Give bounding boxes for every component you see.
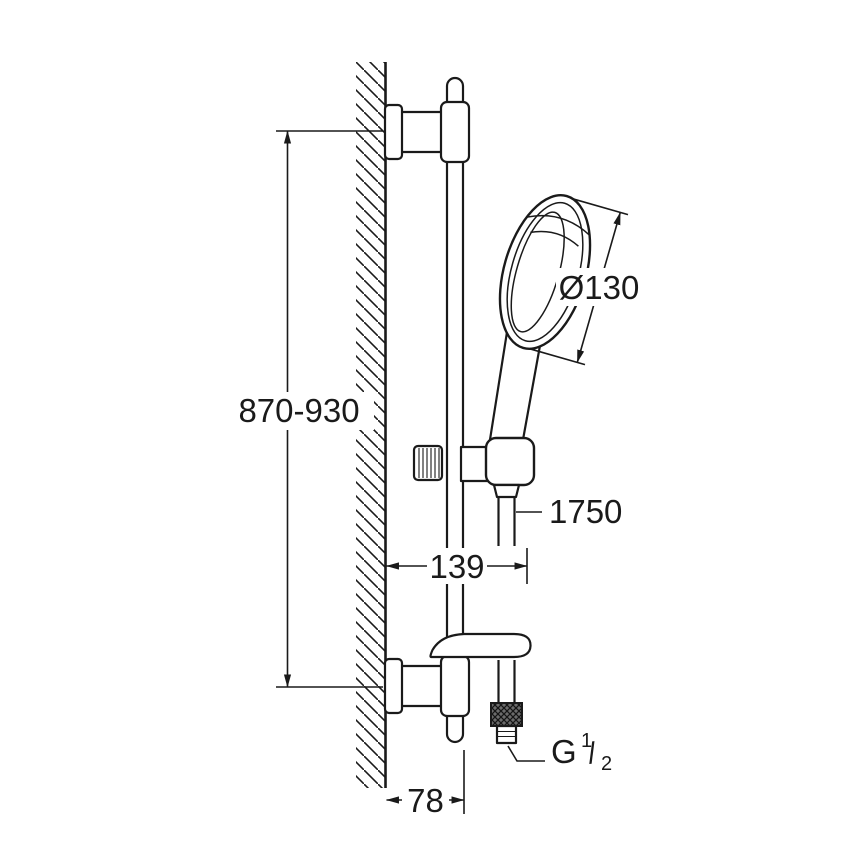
dim-wall-to-rail: 78 [385, 750, 465, 819]
dim-head-diameter: Ø130 [529, 197, 642, 366]
dim-rail-height: 870-930 [224, 130, 383, 688]
rail-height-label: 870-930 [238, 392, 359, 429]
hose-length-label: 1750 [549, 493, 622, 530]
shower-hose [497, 497, 516, 546]
thread-denominator: 2 [601, 753, 612, 775]
thread-prefix: G [551, 733, 577, 770]
thread-fraction-slash: / [586, 737, 600, 771]
shower-head-cap-seam-2 [530, 230, 579, 247]
thread-size-label: G 1 / 2 [507, 730, 612, 775]
top-bracket-flange [383, 103, 404, 161]
top-bracket-collar [439, 100, 471, 164]
holder-knob-knurling [418, 448, 440, 478]
head-diameter-label: Ø130 [559, 269, 640, 306]
hand-shower-head [498, 194, 592, 350]
dim-wall-to-hose: 139 [385, 548, 528, 585]
holder-cup [484, 436, 536, 487]
thread-numerator: 1 [581, 730, 592, 752]
bottom-bracket-collar [439, 654, 471, 718]
glide-holder [412, 436, 536, 499]
release-lever [429, 632, 532, 659]
wall-to-hose-label: 139 [429, 548, 484, 585]
wall-to-rail-label: 78 [407, 782, 444, 819]
hose-nut [492, 483, 521, 499]
connector-knurled-nut [490, 702, 523, 727]
bottom-bracket-flange [383, 657, 404, 715]
hand-shower [487, 194, 592, 462]
connector-thread [495, 724, 518, 745]
holder-knob [412, 444, 444, 482]
hose-connector [490, 660, 523, 745]
dim-hose-length: 1750 [516, 493, 622, 530]
